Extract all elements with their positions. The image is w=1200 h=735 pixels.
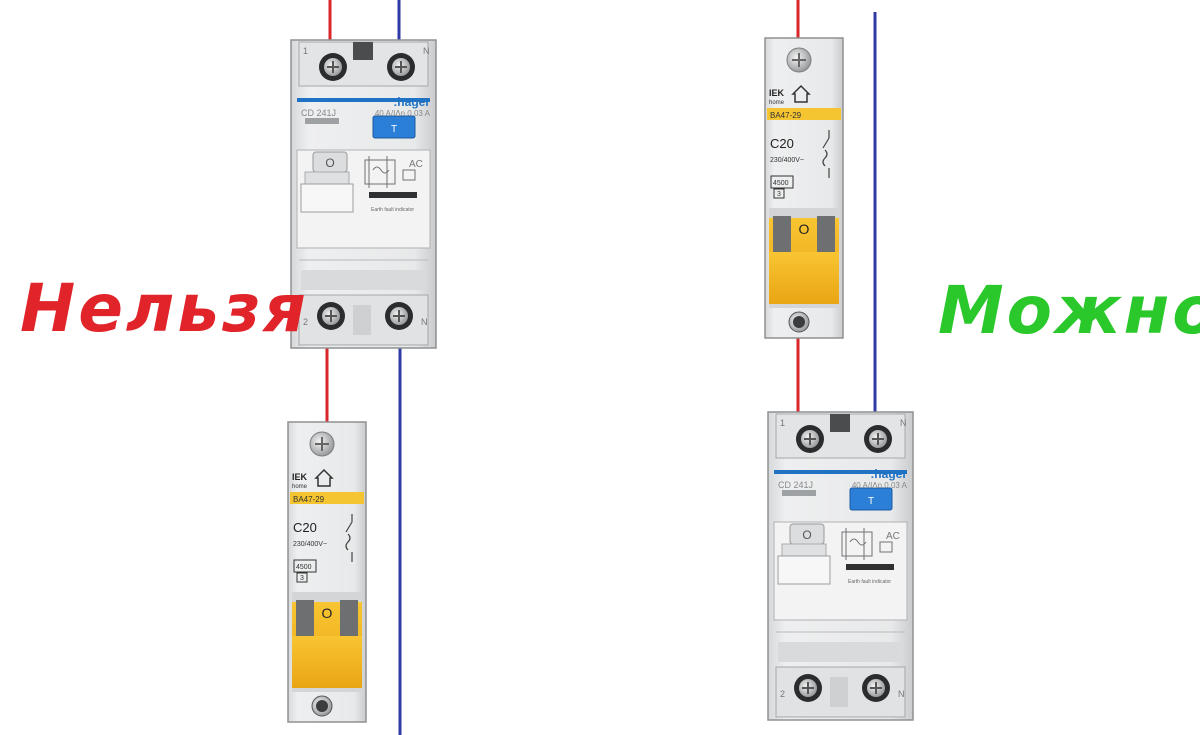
breaker-class: 3 [300,575,304,582]
right-breaker: IEK home BA47-29 C20 230/400V~ 4500 3 O [765,38,843,338]
rcd-indicator-text: Earth fault indicator [371,207,414,213]
breaker-voltage: 230/400V~ [293,541,327,548]
rcd-model: CD 241J [301,108,336,118]
left-rcd: 1 N :hager CD 241J 40 A/IΔn 0.03 A T O A… [291,40,436,348]
breaker-handle-symbol: O [799,221,810,237]
rcd-rating: 40 A/IΔn 0.03 A [852,481,908,490]
rcd-test-button-label: T [868,496,874,507]
rcd-rating: 40 A/IΔn 0.03 A [375,109,431,118]
forbidden-label: Нельзя [20,276,309,342]
rcd-indicator-text: Earth fault indicator [848,579,891,585]
breaker-class: 3 [777,191,781,198]
breaker-brand-sub: home [769,100,785,106]
breaker-handle-symbol: O [322,605,333,621]
breaker-brand: IEK [292,472,308,482]
breaker-rating: C20 [770,136,794,151]
rcd-terminal-1-label: 1 [780,418,785,428]
rcd-brand: :hager [870,467,907,481]
rcd-brand: :hager [393,95,430,109]
breaker-brand-sub: home [292,484,308,490]
breaker-series: BA47-29 [293,495,325,504]
rcd-test-button-label: T [391,124,397,135]
breaker-capacity: 4500 [773,180,789,187]
rcd-terminal-n-bottom-label: N [421,317,428,327]
rcd-handle-symbol: O [325,156,334,170]
breaker-capacity: 4500 [296,564,312,571]
breaker-voltage: 230/400V~ [770,157,804,164]
rcd-terminal-2-label: 2 [780,689,785,699]
rcd-terminal-n-top-label: N [423,46,430,56]
right-rcd: 1 N :hager CD 241J 40 A/IΔn 0.03 A T O A… [768,412,913,720]
allowed-label: Можно [938,278,1200,344]
rcd-terminal-n-bottom-label: N [898,689,905,699]
rcd-terminal-1-label: 1 [303,46,308,56]
rcd-type-label: AC [886,531,900,542]
breaker-brand: IEK [769,88,785,98]
rcd-type-label: AC [409,159,423,170]
left-breaker: IEK home BA47-29 C20 230/400V~ 4500 3 O [288,422,366,722]
rcd-terminal-n-top-label: N [900,418,907,428]
breaker-series: BA47-29 [770,111,802,120]
breaker-rating: C20 [293,520,317,535]
rcd-model: CD 241J [778,480,813,490]
rcd-handle-symbol: O [802,528,811,542]
